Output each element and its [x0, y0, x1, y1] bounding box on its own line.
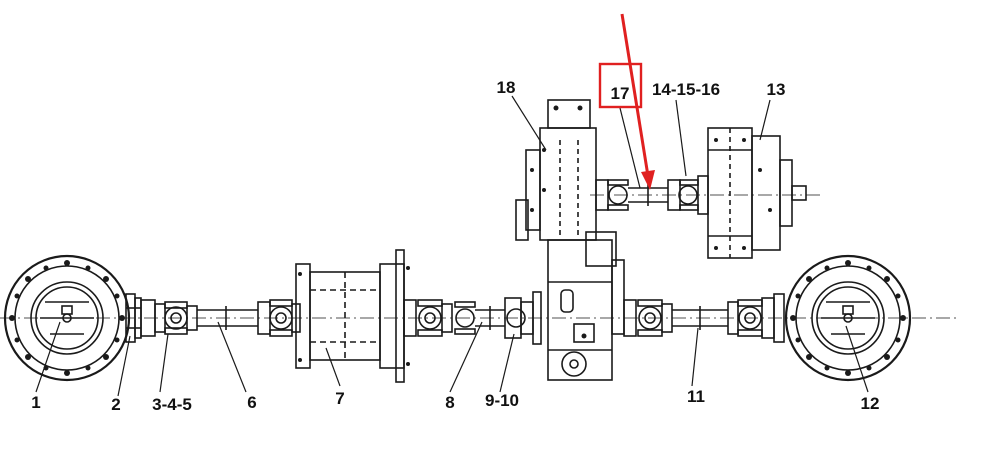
- label-part-1: 1: [31, 393, 40, 412]
- label-part-7: 7: [335, 389, 344, 408]
- highlight-arrow: [620, 13, 655, 190]
- label-part-11: 11: [687, 387, 705, 406]
- label-part-14-15-16: 14-15-16: [652, 80, 720, 99]
- label-part-3-4-5: 3-4-5: [152, 395, 192, 414]
- highlight-box: [598, 62, 643, 109]
- label-part-8: 8: [445, 393, 454, 412]
- engine-unit: [707, 127, 807, 259]
- label-part-9-10: 9-10: [485, 391, 519, 410]
- label-part-6: 6: [247, 393, 256, 412]
- center-support-drum: [295, 249, 410, 383]
- label-part-12: 12: [861, 394, 880, 413]
- label-part-2: 2: [111, 395, 120, 414]
- label-part-17: 17: [611, 84, 630, 103]
- leader-lines: [35, 95, 869, 397]
- label-part-13: 13: [767, 80, 786, 99]
- transfer-gearbox: [515, 99, 625, 381]
- label-part-18: 18: [497, 78, 516, 97]
